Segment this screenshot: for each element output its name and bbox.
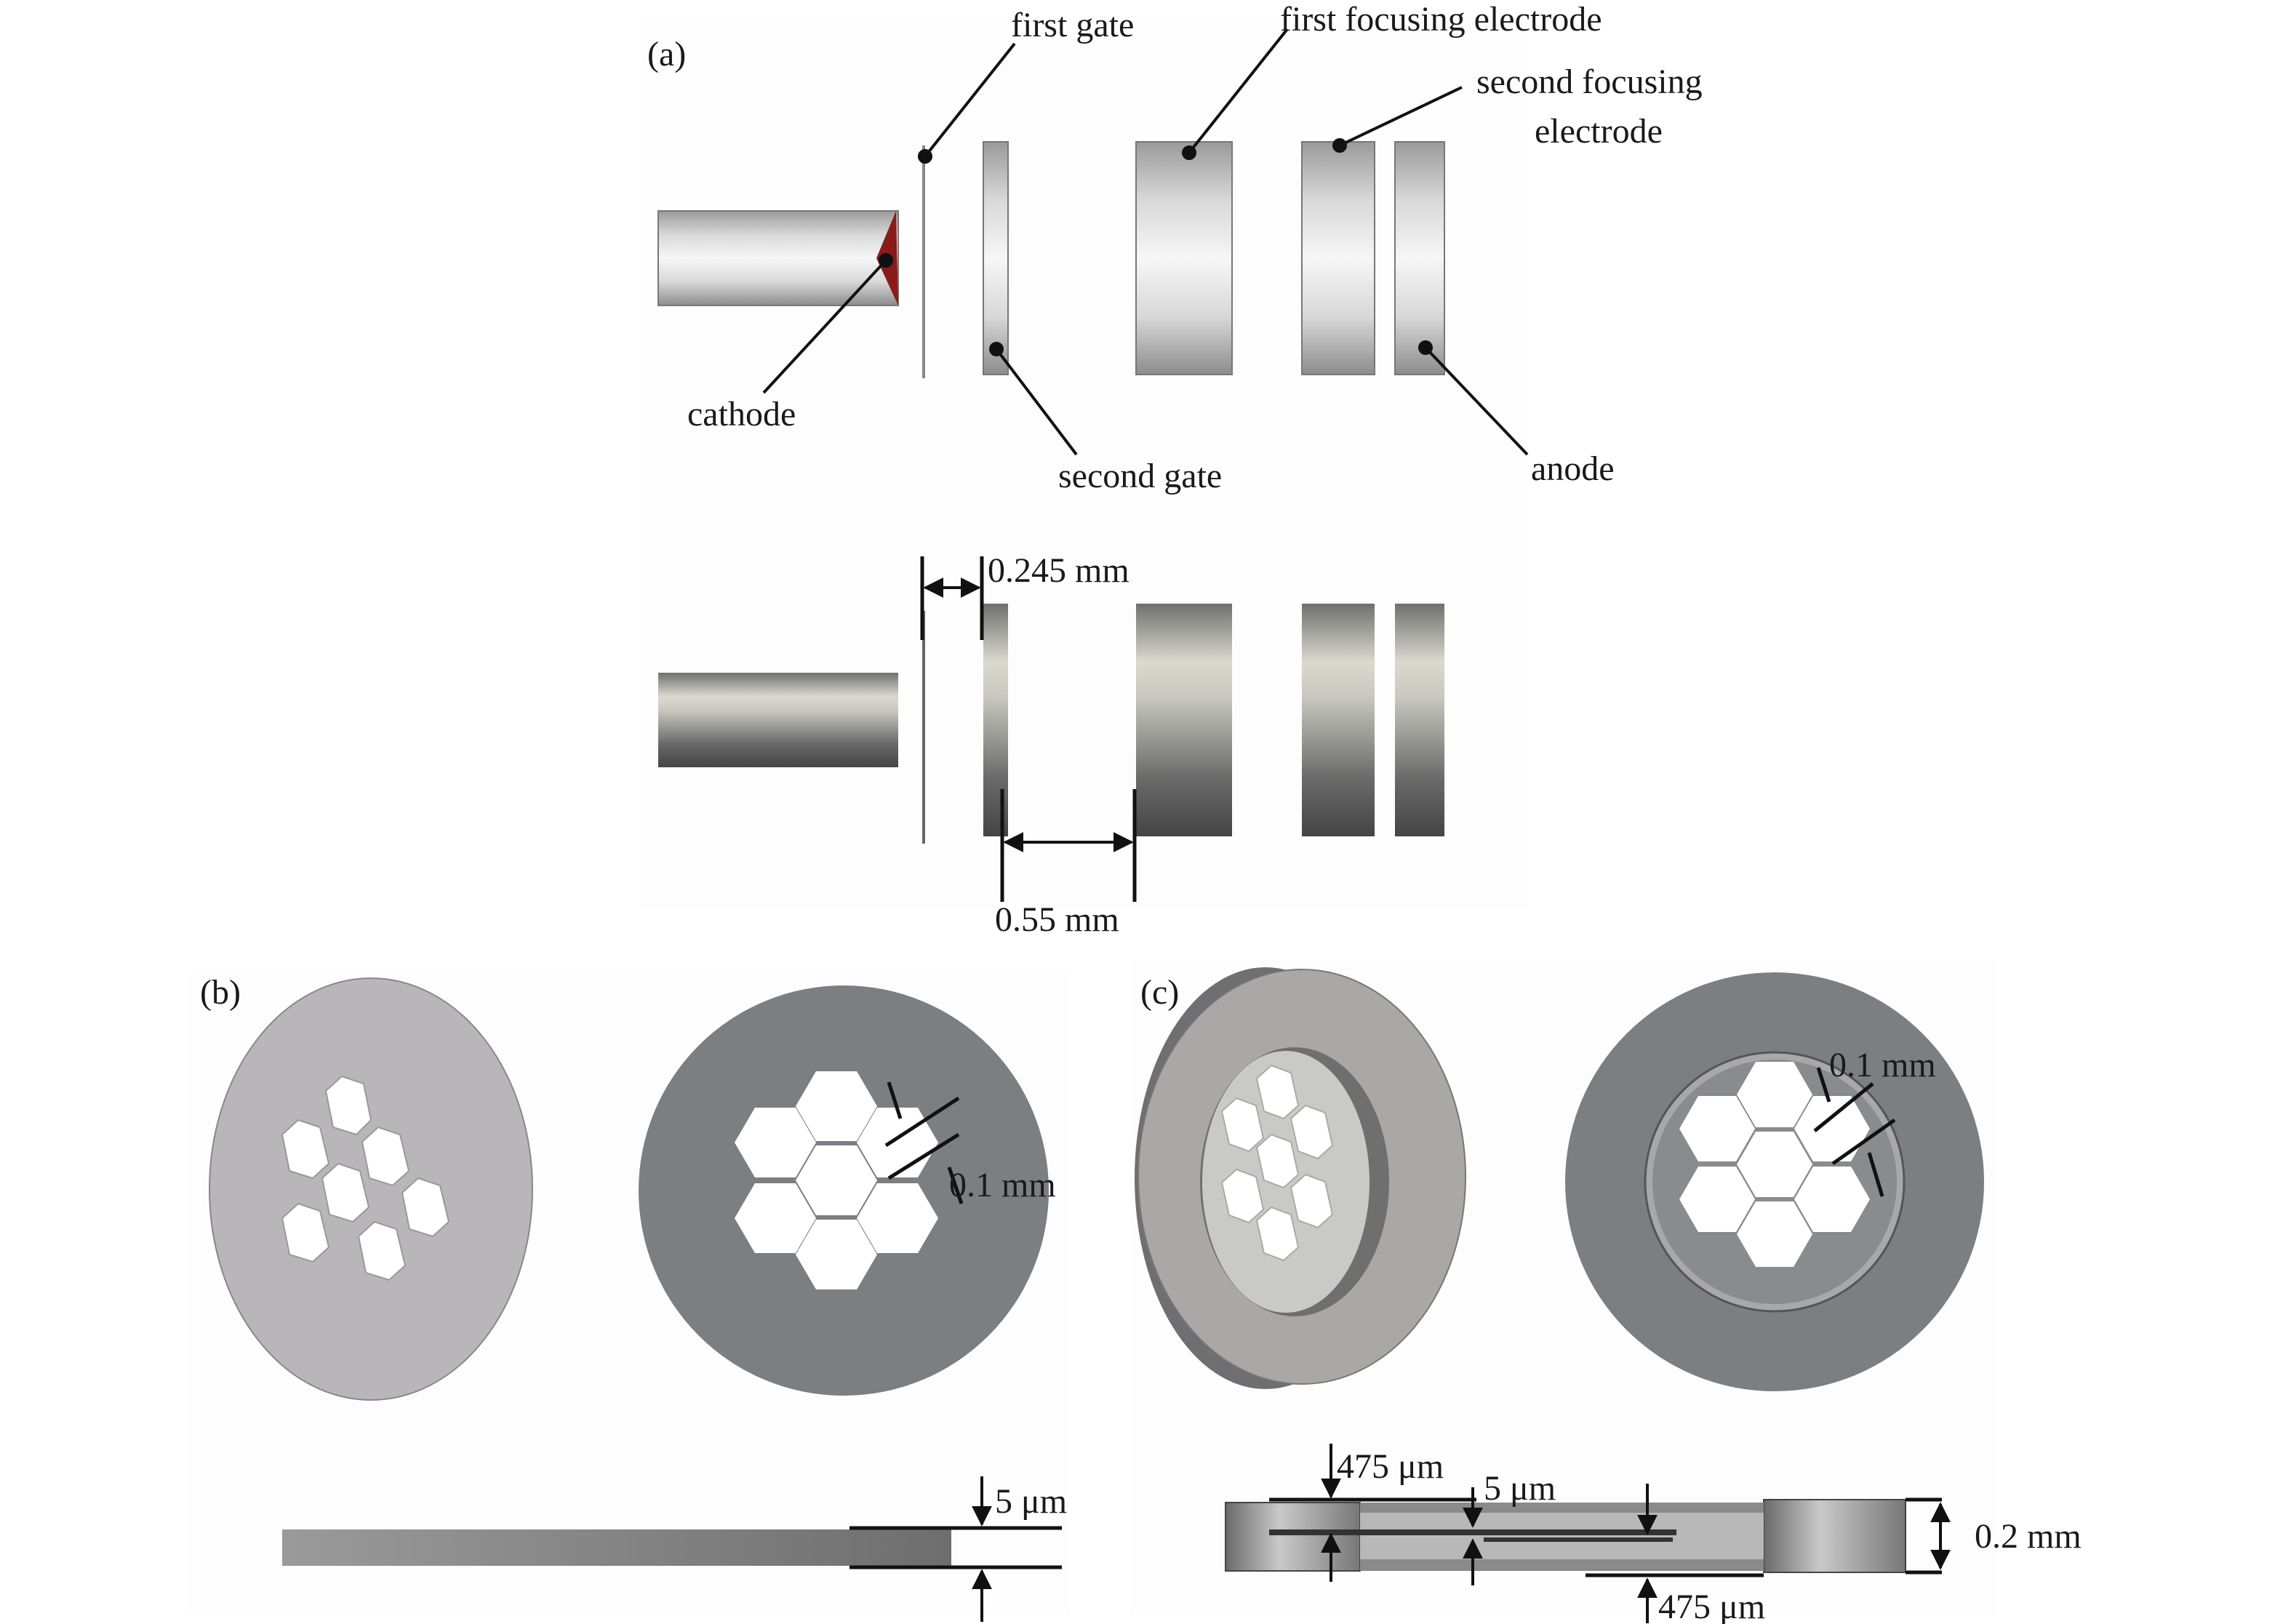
label-first-gate: first gate <box>1011 6 1134 44</box>
dim-focus-gap-label: 0.55 mm <box>995 900 1119 939</box>
side-view: 0.245 mm 0.55 mm <box>658 551 1444 939</box>
dim-gate-gap-label: 0.245 mm <box>988 551 1129 590</box>
panel-c: (c) <box>1131 960 2082 1624</box>
label-second-focusing-line1: second focusing <box>1476 63 1703 101</box>
panel-c-top-dim: 475 μm <box>1337 1447 1444 1486</box>
second-gate-ring <box>983 141 1009 375</box>
first-focusing-electrode <box>1135 141 1233 375</box>
hex-apertures-tilted <box>281 1075 450 1281</box>
cathode-cylinder-shaded <box>658 673 898 767</box>
panel-c-web-dim: 0.1 mm <box>1829 1046 1936 1084</box>
panel-c-mid-dim: 5 μm <box>1484 1469 1556 1508</box>
top-view: first gate first focusing electrode seco… <box>657 0 1703 495</box>
label-second-gate: second gate <box>1058 457 1222 495</box>
second-focusing-electrode <box>1301 141 1375 375</box>
second-gate-shaded <box>983 604 1008 836</box>
cathode-cylinder <box>657 210 899 306</box>
panel-b: (b) 0.1 mm <box>189 973 1069 1622</box>
anode-ring <box>1394 141 1445 375</box>
ring-cross-section <box>1225 1499 1906 1573</box>
panel-b-thickness-dim: 5 μm <box>995 1482 1067 1521</box>
label-anode: anode <box>1531 449 1615 488</box>
panel-c-tag: (c) <box>1140 973 1179 1012</box>
second-focusing-shaded <box>1302 604 1375 836</box>
label-first-focusing-electrode: first focusing electrode <box>1280 0 1602 39</box>
first-focusing-shaded <box>1136 604 1232 836</box>
hex-apertures-front <box>735 1071 938 1289</box>
panel-b-web-dim: 0.1 mm <box>949 1166 1056 1204</box>
hex-apertures-ring-tilted <box>1220 1064 1334 1262</box>
label-cathode: cathode <box>687 395 796 433</box>
first-gate-plate <box>922 145 925 378</box>
hex-apertures-ring-front <box>1679 1062 1870 1267</box>
anode-shaded <box>1395 604 1444 836</box>
panel-b-tag: (b) <box>200 973 241 1012</box>
panel-c-height-dim: 0.2 mm <box>1975 1517 2082 1556</box>
gate-cross-section-bar <box>282 1529 951 1566</box>
gate-disc-tilted <box>209 977 533 1401</box>
panel-c-bottom-dim: 475 μm <box>1658 1588 1765 1624</box>
first-gate-plate-shaded <box>922 611 925 844</box>
label-second-focusing-line2: electrode <box>1535 112 1663 151</box>
panel-a-tag: (a) <box>647 35 686 73</box>
panel-a: (a) first gate first focusing electrode … <box>640 0 1703 939</box>
